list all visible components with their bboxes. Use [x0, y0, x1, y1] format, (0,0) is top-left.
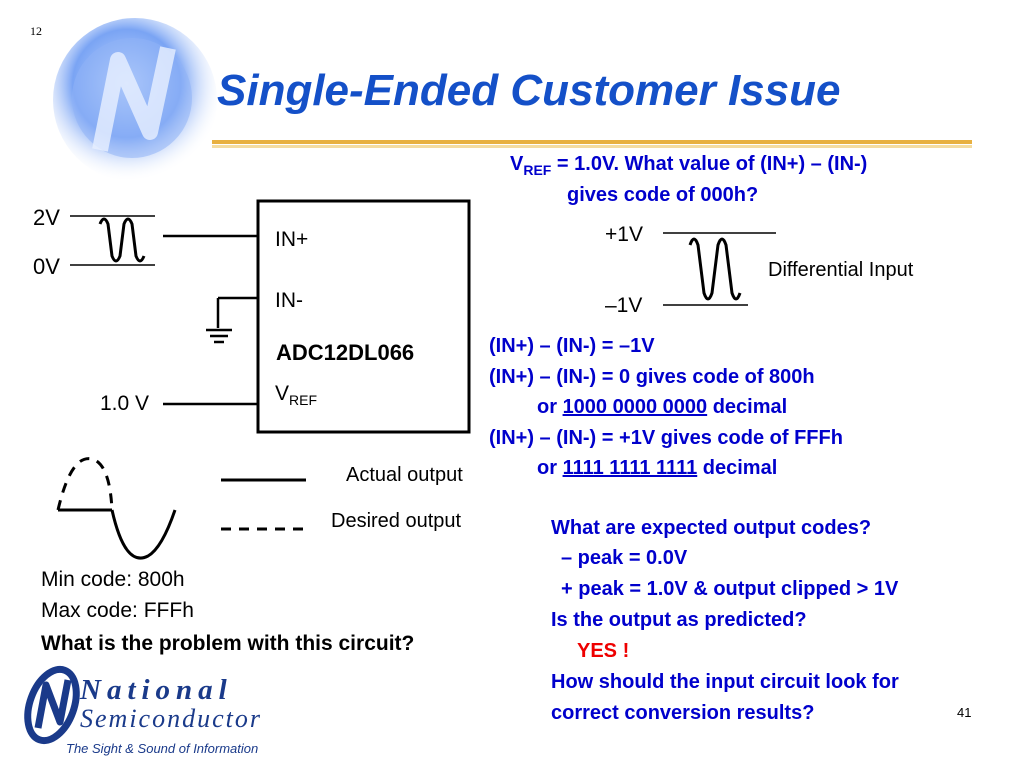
legend-actual-output: Actual output	[346, 464, 463, 486]
label-plus-1v: +1V	[605, 223, 643, 246]
adc-circuit	[163, 199, 471, 434]
page-number: 41	[957, 705, 972, 720]
vref-question: VREF = 1.0V. What value of (IN+) – (IN-)	[510, 153, 867, 178]
vref-question-rest: = 1.0V. What value of (IN+) – (IN-)	[551, 153, 868, 175]
slide-number-top: 12	[30, 24, 42, 38]
label-2v: 2V	[33, 205, 60, 230]
output-legend-lines	[221, 478, 306, 531]
pin-in-minus: IN-	[275, 289, 303, 312]
expected-yes: YES !	[577, 640, 630, 662]
chip-name: ADC12DL066	[276, 340, 415, 365]
problem-question: What is the problem with this circuit?	[41, 632, 415, 655]
answer-line-3: or 1000 0000 0000 decimal	[537, 396, 787, 419]
expected-neg-peak: – peak = 0.0V	[561, 547, 688, 569]
legend-desired-output: Desired output	[331, 510, 462, 532]
globe-logo-icon	[53, 18, 217, 182]
answer-line-5-code: 1111 1111 1111	[562, 457, 698, 479]
slide-title: Single-Ended Customer Issue	[217, 66, 841, 115]
logo-tagline: The Sight & Sound of Information	[66, 741, 259, 756]
ground-icon	[206, 328, 232, 344]
answer-line-3-pre: or	[537, 396, 563, 418]
title-rule	[212, 140, 972, 148]
label-minus-1v: –1V	[605, 294, 643, 317]
logo-semiconductor: Semiconductor	[80, 704, 262, 733]
pin-vref-main: V	[275, 382, 290, 405]
answer-line-5-pre: or	[537, 457, 563, 479]
answer-line-5-post: decimal	[697, 457, 778, 479]
expected-pos-peak: + peak = 1.0V & output clipped > 1V	[561, 578, 899, 600]
pin-in-plus: IN+	[275, 228, 309, 251]
vref-value: 1.0 V	[100, 392, 150, 415]
vref-question-line2: gives code of 000h?	[567, 184, 759, 206]
expected-q3a: How should the input circuit look for	[551, 671, 899, 693]
answer-line-1: (IN+) – (IN-) = –1V	[489, 335, 655, 357]
min-code: Min code: 800h	[41, 568, 185, 591]
pin-vref-sub: REF	[289, 392, 318, 408]
answer-line-4: (IN+) – (IN-) = +1V gives code of FFFh	[489, 427, 843, 449]
differential-input-label: Differential Input	[768, 259, 914, 281]
logo-national: National	[80, 674, 233, 706]
differential-input-waveform	[663, 232, 776, 306]
max-code: Max code: FFFh	[41, 599, 194, 622]
answer-line-3-code: 1000 0000 0000	[562, 396, 708, 418]
national-semiconductor-logo-icon	[24, 665, 80, 745]
answer-line-2: (IN+) – (IN-) = 0 gives code of 800h	[489, 366, 815, 388]
output-waveform-sketch	[56, 457, 177, 560]
single-ended-input-waveform	[70, 215, 155, 266]
answer-line-3-post: decimal	[707, 396, 788, 418]
expected-q1: What are expected output codes?	[551, 517, 872, 539]
label-0v: 0V	[33, 254, 60, 279]
expected-q3b: correct conversion results?	[551, 702, 815, 724]
expected-q2: Is the output as predicted?	[551, 609, 807, 631]
vref-question-v: V	[510, 153, 524, 175]
pin-vref: VREF	[275, 382, 317, 408]
vref-question-sub: REF	[523, 162, 552, 178]
answer-line-5: or 1111 1111 1111 decimal	[537, 457, 777, 480]
